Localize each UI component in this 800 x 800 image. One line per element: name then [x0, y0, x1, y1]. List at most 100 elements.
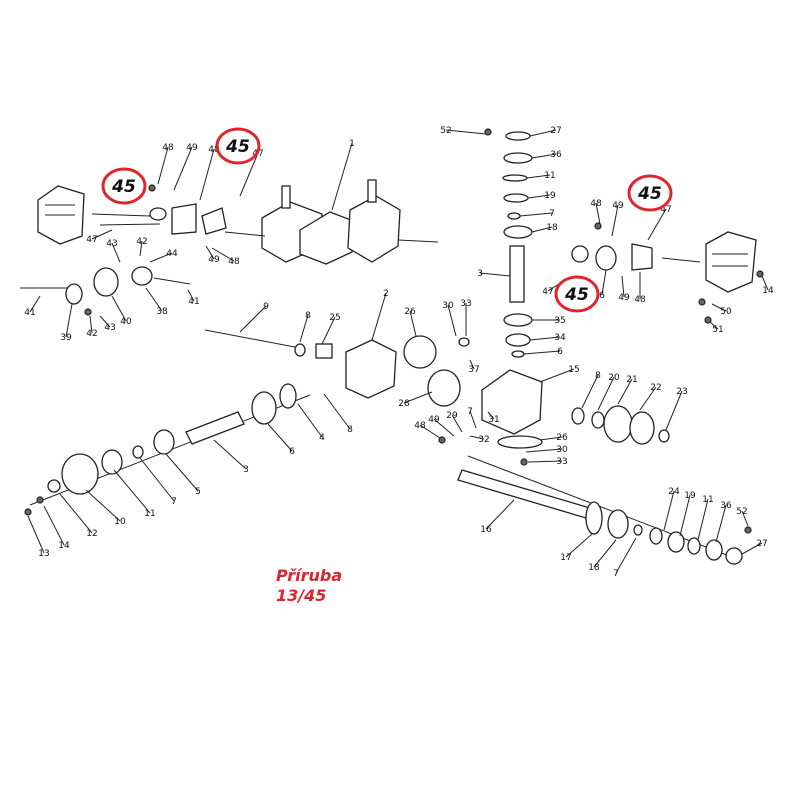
part-number-label: 47: [660, 205, 671, 215]
leader-line: [469, 435, 485, 440]
leader-line: [531, 153, 557, 159]
leader-line: [99, 315, 111, 328]
part-number-label: 48: [228, 257, 240, 267]
part-number-label: 41: [188, 297, 199, 307]
highlight-label: 45: [225, 137, 250, 157]
leader-line: [85, 489, 121, 522]
leader-line: [91, 229, 113, 240]
leader-line: [139, 457, 175, 502]
part-number-label: 39: [60, 333, 72, 343]
part-number-label: 3: [243, 465, 249, 475]
part-number-label: 14: [762, 286, 774, 296]
highlight-label: 45: [637, 184, 662, 204]
leader-line: [526, 174, 551, 179]
part-number-label: 16: [480, 525, 492, 535]
part-number-label: 25: [329, 313, 340, 323]
leader-line: [419, 424, 441, 439]
part-number-label: 28: [398, 399, 410, 409]
part-number-label: 13: [38, 549, 49, 559]
leader-line: [663, 490, 675, 531]
leader-line: [485, 499, 515, 530]
part-number-label: 52: [440, 126, 451, 136]
part-number-label: 43: [104, 323, 115, 333]
leader-line: [597, 376, 615, 411]
leader-line: [617, 378, 633, 405]
middle-right-housing: [481, 369, 670, 449]
part-number-label: 35: [554, 316, 565, 326]
leader-line: [539, 436, 563, 441]
leader-line: [321, 316, 336, 345]
part-number-label: 36: [550, 150, 562, 160]
part-number-label: 10: [114, 517, 126, 527]
leader-line: [409, 310, 417, 337]
leader-line: [709, 321, 719, 330]
highlight-ring: [215, 127, 261, 165]
leader-line: [323, 393, 351, 430]
highlight-callout: 45: [554, 275, 600, 313]
part-number-label: 47: [86, 235, 97, 245]
leader-line: [527, 460, 563, 463]
highlight-ring: [101, 167, 147, 205]
part-number-label: 26: [556, 433, 568, 443]
side-gearbox-right: [705, 231, 757, 293]
leader-line: [211, 247, 235, 262]
leader-line: [741, 510, 749, 527]
part-number-label: 9: [263, 302, 269, 312]
part-number-label: 15: [568, 365, 579, 375]
leader-line: [469, 359, 475, 370]
highlight-callout: 45: [101, 167, 147, 205]
leader-line: [741, 542, 763, 555]
part-number-label: 30: [556, 445, 568, 455]
part-number-label: 48: [634, 295, 646, 305]
highlight-ring: [554, 275, 600, 313]
leader-line: [239, 152, 259, 197]
highlight-ring: [627, 174, 673, 212]
leader-line: [469, 410, 477, 429]
flange-group-lower-left: [20, 266, 191, 305]
part-number-label: 24: [668, 487, 680, 497]
part-number-label: 7: [171, 497, 177, 507]
gearbox-assembly-top: [224, 179, 439, 265]
part-number-label: 47: [542, 287, 553, 297]
part-number-label: 19: [544, 191, 556, 201]
leader-line: [27, 515, 45, 554]
leader-line: [529, 336, 561, 341]
part-number-label: 23: [676, 387, 687, 397]
leader-line: [711, 303, 727, 312]
part-number-label: 31: [488, 415, 499, 425]
leader-line: [527, 194, 551, 199]
part-number-label: 20: [608, 373, 620, 383]
part-number-label: 7: [467, 407, 473, 417]
caption-title: Příruba: [276, 566, 343, 585]
part-number-label: 49: [612, 201, 624, 211]
middle-assembly: [204, 329, 470, 407]
part-number-label: 48: [162, 143, 174, 153]
part-number-label: 49: [618, 293, 630, 303]
part-number-label: 11: [544, 171, 555, 181]
leader-line: [525, 448, 563, 453]
leader-line: [165, 453, 199, 492]
leader-line: [665, 390, 683, 431]
part-number-label: 50: [720, 307, 732, 317]
part-number-label: 30: [442, 301, 454, 311]
part-number-label: 6: [599, 291, 605, 301]
part-number-label: 38: [156, 307, 168, 317]
leader-line: [139, 240, 143, 257]
part-number-label: 42: [136, 237, 147, 247]
part-number-label: 33: [556, 457, 567, 467]
vertical-shaft-stack: [502, 131, 533, 358]
leader-line: [65, 303, 73, 338]
part-number-label: 32: [478, 435, 489, 445]
part-number-label: 1: [349, 139, 355, 149]
part-number-label: 51: [712, 325, 723, 335]
highlight-label: 45: [111, 177, 136, 197]
leader-line: [593, 539, 617, 568]
part-number-label: 14: [58, 541, 70, 551]
leader-line: [451, 414, 463, 433]
leader-line: [145, 287, 163, 312]
leader-line: [59, 493, 93, 534]
leader-line: [581, 374, 599, 409]
leader-line: [173, 146, 193, 191]
